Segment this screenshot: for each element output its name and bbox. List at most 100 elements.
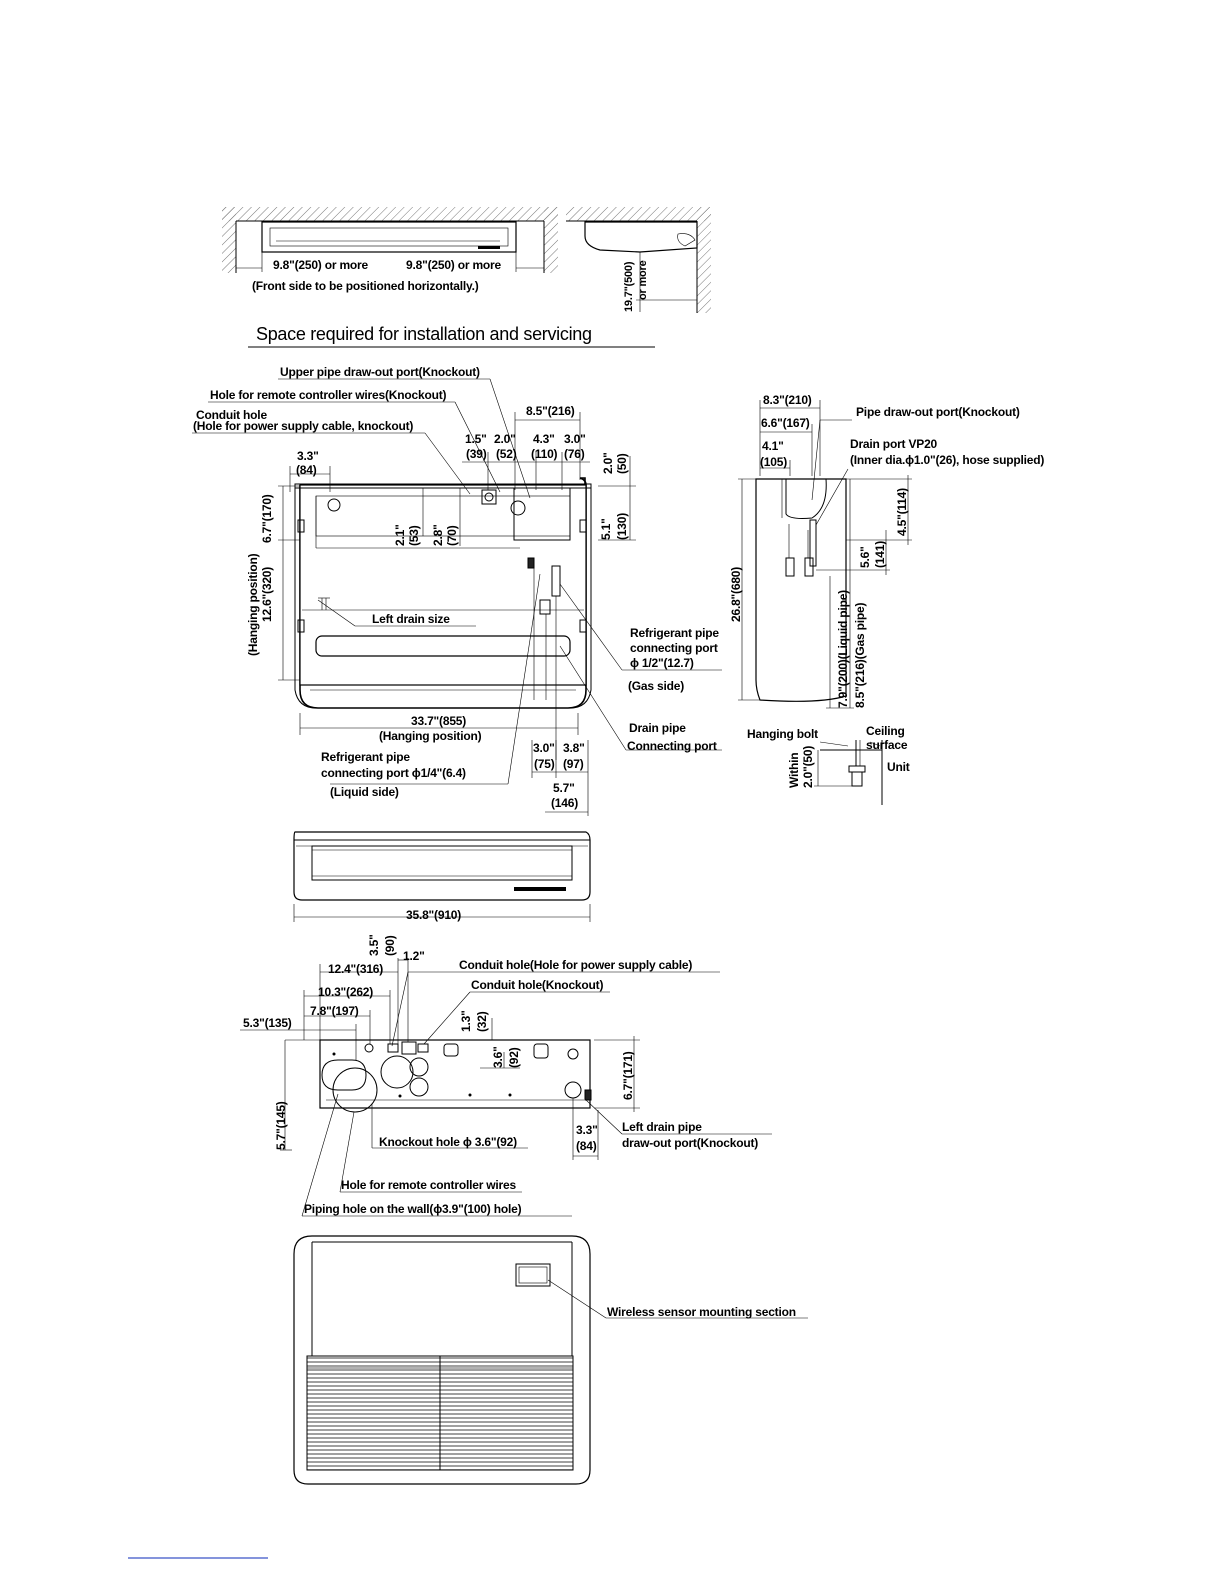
dim-3-5-mm: (90) bbox=[383, 935, 397, 956]
within-value: 2.0"(50) bbox=[801, 746, 815, 788]
hanging-bolt-label: Hanging bolt bbox=[747, 727, 818, 741]
ref-liquid-label-1: Refrigerant pipe bbox=[321, 750, 410, 764]
knockout-hole-label: Knockout hole ϕ 3.6"(92) bbox=[379, 1135, 517, 1149]
dim-26-8: 26.8"(680) bbox=[729, 567, 743, 622]
dim-3-0-mm: (76) bbox=[564, 447, 585, 461]
dim-3-3-top-mm: (84) bbox=[576, 1139, 597, 1153]
conduit-knockout-label: Conduit hole(Knockout) bbox=[471, 978, 603, 992]
front-note: (Front side to be positioned horizontall… bbox=[252, 279, 479, 293]
ref-gas-label-3: ϕ 1/2"(12.7) bbox=[630, 656, 694, 670]
dim-2-8-mm: (70) bbox=[445, 525, 459, 546]
dim-2-0-50: 2.0" bbox=[601, 452, 615, 474]
upper-pipe-label: Upper pipe draw-out port(Knockout) bbox=[280, 365, 480, 379]
gas-pipe-dim: 8.5"(216)(Gas pipe) bbox=[853, 603, 867, 708]
liquid-side-label: (Liquid side) bbox=[330, 785, 399, 799]
drain-pipe-label-2: Connecting port bbox=[627, 739, 717, 753]
dim-5-1-mm: (130) bbox=[615, 513, 629, 540]
surface-label: surface bbox=[866, 738, 908, 752]
dim-6-7: 6.7"(170) bbox=[260, 494, 274, 543]
dim-12-6: 12.6"(320) bbox=[260, 567, 274, 622]
clearance-below-value: 19.7"(500) bbox=[623, 261, 635, 312]
conduit-power-label: Conduit hole(Hole for power supply cable… bbox=[459, 958, 692, 972]
wireless-sensor-label: Wireless sensor mounting section bbox=[607, 1305, 796, 1319]
main-dim-lines bbox=[192, 378, 722, 816]
side-profile-view bbox=[738, 400, 912, 709]
dim-5-7-top: 5.7"(145) bbox=[274, 1101, 288, 1150]
dim-3-3: 3.3" bbox=[297, 449, 319, 463]
ref-gas-label-1: Refrigerant pipe bbox=[630, 626, 719, 640]
conduit-hole-sub: (Hole for power supply cable, knockout) bbox=[193, 419, 413, 433]
clearance-below-suffix: or more bbox=[637, 260, 649, 300]
dim-12-4: 12.4"(316) bbox=[328, 962, 383, 976]
front-width-dim: 35.8"(910) bbox=[406, 908, 461, 922]
dim-6-7-top: 6.7"(171) bbox=[621, 1051, 635, 1100]
dim-1-2: 1.2" bbox=[403, 949, 425, 963]
dim-8-5: 8.5"(216) bbox=[526, 404, 575, 418]
drain-port-label: Drain port VP20 bbox=[850, 437, 938, 451]
ceiling-label: Ceiling bbox=[866, 724, 905, 738]
left-drain-label-1: Left drain pipe bbox=[622, 1120, 702, 1134]
clearance-right-label: 9.8"(250) or more bbox=[406, 258, 502, 272]
dim-3-3-top: 3.3" bbox=[576, 1123, 598, 1137]
section-title: Space required for installation and serv… bbox=[256, 324, 592, 344]
dim-2-1: 2.1" bbox=[393, 524, 407, 546]
drain-pipe-label-1: Drain pipe bbox=[629, 721, 686, 735]
dim-2-8: 2.8" bbox=[431, 524, 445, 546]
remote-wires-top-label: Hole for remote controller wires bbox=[341, 1178, 517, 1192]
dim-3-8-mm: (97) bbox=[563, 757, 584, 771]
dim-3-6: 3.6" bbox=[491, 1046, 505, 1068]
hanging-bolt-detail bbox=[814, 740, 883, 805]
dim-1-5: 1.5" bbox=[465, 432, 487, 446]
dim-4-3-mm: (110) bbox=[531, 447, 558, 461]
dim-10-3: 10.3"(262) bbox=[318, 985, 373, 999]
dim-3-3-mm: (84) bbox=[296, 463, 317, 477]
dim-5-6-mm: (141) bbox=[873, 541, 887, 568]
dim-5-1: 5.1" bbox=[599, 518, 613, 540]
ref-liquid-label-2: connecting port ϕ1/4"(6.4) bbox=[321, 766, 466, 780]
dim-2-1-mm: (53) bbox=[407, 525, 421, 546]
hanging-position-vertical: (Hanging position) bbox=[246, 553, 260, 656]
dim-3-5: 3.5" bbox=[367, 934, 381, 956]
dim-33-7: 33.7"(855) bbox=[411, 714, 466, 728]
unit-label: Unit bbox=[887, 760, 910, 774]
dim-5-3: 5.3"(135) bbox=[243, 1016, 292, 1030]
dim-2-0-50-mm: (50) bbox=[615, 453, 629, 474]
dim-1-3: 1.3" bbox=[459, 1010, 473, 1032]
within-label: Within bbox=[787, 753, 801, 788]
dim-4-1: 4.1" bbox=[762, 439, 784, 453]
dim-5-6: 5.6" bbox=[858, 546, 872, 568]
dim-6-6: 6.6"(167) bbox=[761, 416, 810, 430]
front-view bbox=[293, 831, 591, 922]
dim-5-7-mm: (146) bbox=[551, 796, 578, 810]
dim-2-0a: 2.0" bbox=[494, 432, 516, 446]
drain-port-sub: (Inner dia.ϕ1.0"(26), hose supplied) bbox=[850, 453, 1044, 467]
clearance-left-label: 9.8"(250) or more bbox=[273, 258, 369, 272]
dim-3-0b: 3.0" bbox=[533, 741, 555, 755]
remote-wires-label: Hole for remote controller wires(Knockou… bbox=[210, 388, 447, 402]
dim-7-8: 7.8"(197) bbox=[310, 1004, 359, 1018]
left-drain-size-label: Left drain size bbox=[372, 612, 450, 626]
pipe-drawout-label: Pipe draw-out port(Knockout) bbox=[856, 405, 1020, 419]
dim-3-0b-mm: (75) bbox=[534, 757, 555, 771]
dim-4-1-mm: (105) bbox=[760, 455, 787, 469]
top-view bbox=[240, 958, 772, 1217]
space-front-view bbox=[222, 207, 558, 273]
dim-1-5-mm: (39) bbox=[466, 447, 487, 461]
dim-5-7: 5.7" bbox=[553, 781, 575, 795]
bottom-view bbox=[293, 1235, 808, 1485]
hanging-position-label: (Hanging position) bbox=[379, 729, 482, 743]
dim-4-3: 4.3" bbox=[533, 432, 555, 446]
dim-1-3-mm: (32) bbox=[475, 1011, 489, 1032]
dim-4-5: 4.5"(114) bbox=[895, 488, 909, 536]
dim-8-3: 8.3"(210) bbox=[763, 393, 812, 407]
left-drain-label-2: draw-out port(Knockout) bbox=[622, 1136, 758, 1150]
space-side-view bbox=[566, 207, 711, 313]
ref-gas-label-2: connecting port bbox=[630, 641, 718, 655]
dim-2-0a-mm: (52) bbox=[496, 447, 517, 461]
dim-3-0: 3.0" bbox=[564, 432, 586, 446]
gas-side-label: (Gas side) bbox=[628, 679, 684, 693]
liquid-pipe-dim: 7.9"(200)(Liquid pipe) bbox=[836, 590, 850, 708]
piping-hole-label: Piping hole on the wall(ϕ3.9"(100) hole) bbox=[304, 1202, 522, 1216]
conduit-hole-label: Conduit hole bbox=[196, 408, 267, 422]
